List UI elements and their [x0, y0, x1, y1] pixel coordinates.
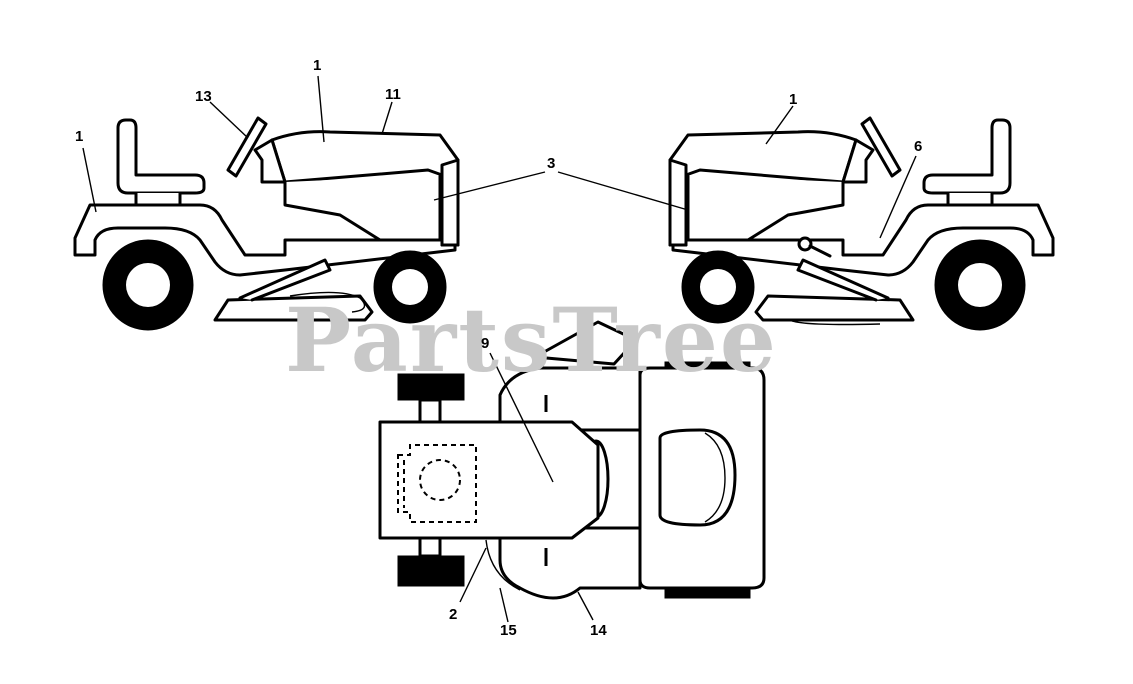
- leader-lines: [82, 75, 917, 623]
- callout-3: 3: [547, 155, 556, 172]
- callout-1-left-hood: 1: [313, 57, 322, 74]
- callout-2: 2: [449, 606, 458, 623]
- callout-1-left-rear: 1: [75, 128, 84, 145]
- top-view-tractor: [378, 320, 766, 600]
- callout-1-right-hood: 1: [789, 91, 798, 108]
- right-side-tractor: [668, 116, 1055, 331]
- callout-11: 11: [385, 86, 401, 103]
- callout-13: 13: [195, 88, 212, 105]
- callout-14: 14: [590, 622, 607, 639]
- callout-9: 9: [481, 335, 490, 352]
- callout-6: 6: [914, 138, 923, 155]
- callout-15: 15: [500, 622, 517, 639]
- left-side-tractor: [73, 116, 460, 331]
